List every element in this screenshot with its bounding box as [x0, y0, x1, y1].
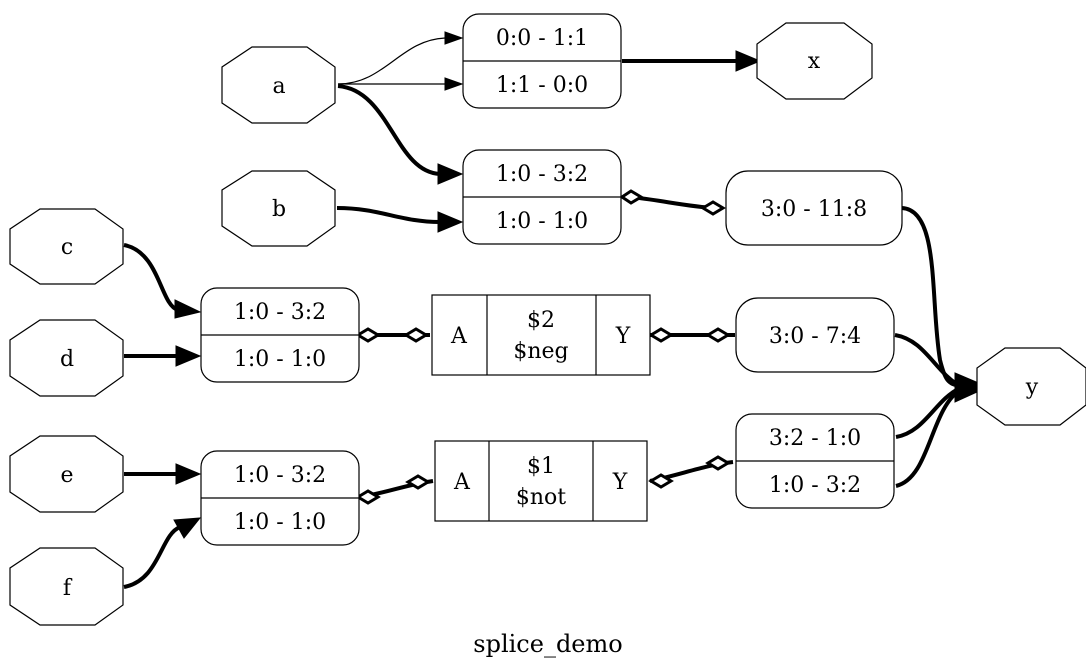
cell-not-id: $1 [527, 454, 555, 479]
splice-ef-row-0: 1:0 - 3:2 [234, 463, 326, 488]
cell-neg-type: $neg [513, 339, 568, 364]
arrowhead [954, 372, 990, 403]
cell-not-port-y: Y [612, 470, 628, 495]
edge-a-ax-top [337, 37, 446, 85]
edge-b-ab [336, 206, 441, 224]
port-y-label: y [1025, 375, 1039, 400]
splice-ef-row-1: 1:0 - 1:0 [234, 510, 326, 535]
ports: a b c d e f x y [9, 22, 1086, 626]
splice-out11[interactable]: 3:0 - 11:8 [725, 170, 903, 246]
arrowhead [444, 77, 464, 91]
port-f-label: f [63, 576, 73, 601]
splice-ax[interactable]: 0:0 - 1:1 1:1 - 0:0 [462, 13, 622, 109]
cell-neg-id: $2 [527, 308, 555, 333]
cell-neg-port-y: Y [615, 324, 631, 349]
port-c-label: c [61, 235, 73, 260]
cell-not-port-a: A [453, 470, 471, 495]
port-x[interactable]: x [756, 22, 873, 100]
splice-outnot[interactable]: 3:2 - 1:0 1:0 - 3:2 [735, 413, 895, 509]
cell-not-type: $not [516, 485, 566, 510]
arrowhead [437, 211, 464, 233]
edge-c-cd [123, 243, 179, 312]
splice-cd[interactable]: 1:0 - 3:2 1:0 - 1:0 [200, 287, 360, 383]
edge-ab-out11 [629, 195, 716, 210]
edge-out11-y [901, 206, 961, 388]
diamond-tail [355, 489, 381, 505]
splices: 0:0 - 1:1 1:1 - 0:0 1:0 - 3:2 1:0 - 1:0 … [200, 13, 903, 546]
diagram-title: splice_demo [473, 630, 622, 658]
port-e-label: e [60, 463, 73, 488]
splice-ax-row-1: 1:1 - 0:0 [496, 73, 588, 98]
diamond-tail [355, 327, 381, 343]
diamond-head [403, 327, 429, 343]
edge-out7-y [894, 333, 962, 388]
port-x-label: x [808, 49, 821, 74]
port-d[interactable]: d [9, 319, 124, 397]
diamond-head [405, 474, 431, 490]
port-c[interactable]: c [9, 208, 124, 285]
splice-out11-row-0: 3:0 - 11:8 [761, 197, 867, 222]
arrowhead [175, 345, 202, 367]
diamond-tail [619, 189, 644, 205]
cell-neg[interactable]: A $2 $neg Y [431, 294, 651, 376]
cell-not[interactable]: A $1 $not Y [434, 440, 648, 522]
port-e[interactable]: e [9, 435, 124, 513]
arrowhead [175, 463, 202, 485]
splice-ab-row-1: 1:0 - 1:0 [496, 209, 588, 234]
edge-f-ef [123, 525, 181, 589]
port-a-label: a [272, 74, 285, 99]
edge-a-ab [337, 84, 441, 176]
port-b[interactable]: b [221, 170, 336, 247]
port-a[interactable]: a [221, 46, 336, 124]
diamond-head [705, 455, 731, 471]
edge-outnot-bottom-y [895, 388, 962, 488]
diamond-head [705, 327, 731, 343]
port-b-label: b [272, 197, 286, 222]
port-d-label: d [60, 347, 74, 372]
arrowhead [437, 163, 464, 185]
diamond-head [700, 200, 726, 216]
splice-outnot-row-0: 3:2 - 1:0 [769, 426, 861, 451]
splice-cd-row-0: 1:0 - 3:2 [234, 300, 326, 325]
splice-outnot-row-1: 1:0 - 3:2 [769, 473, 861, 498]
edge-outnot-top-y [895, 386, 961, 439]
port-f[interactable]: f [9, 547, 124, 626]
diamond-tail [648, 327, 674, 343]
arrowhead [735, 50, 762, 72]
arrowhead [173, 517, 202, 539]
cells: A $2 $neg Y A $1 $not Y [431, 294, 651, 522]
splice-out7[interactable]: 3:0 - 7:4 [735, 297, 895, 373]
port-y[interactable]: y [976, 347, 1086, 426]
splice-ax-row-0: 0:0 - 1:1 [496, 26, 588, 51]
splice-ef[interactable]: 1:0 - 3:2 1:0 - 1:0 [200, 450, 360, 546]
splice-out7-row-0: 3:0 - 7:4 [769, 324, 861, 349]
splice-ab[interactable]: 1:0 - 3:2 1:0 - 1:0 [462, 149, 622, 245]
splice-cd-row-1: 1:0 - 1:0 [234, 347, 326, 372]
splice-ab-row-0: 1:0 - 3:2 [496, 162, 588, 187]
arrowhead [174, 299, 202, 319]
diamond-tail [648, 473, 674, 489]
cell-neg-port-a: A [450, 324, 468, 349]
arrowhead [444, 31, 464, 45]
edges [123, 31, 990, 589]
